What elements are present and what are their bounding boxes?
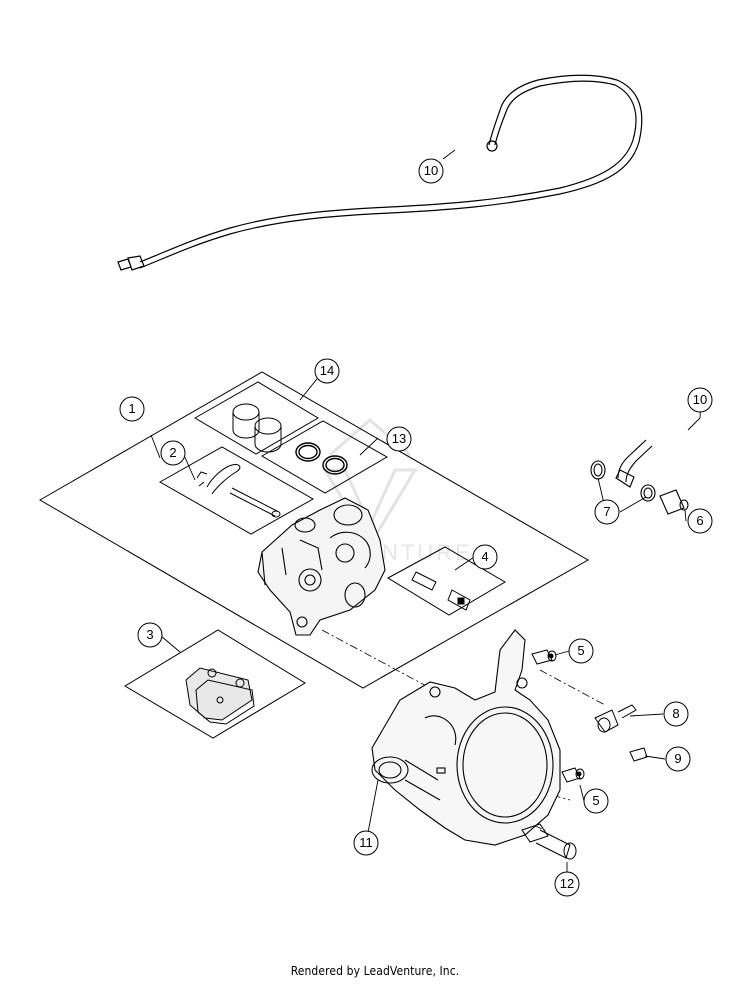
caliper-pistons[interactable] <box>232 403 282 453</box>
callout-14[interactable]: 14 <box>314 358 340 384</box>
piston-seals[interactable] <box>295 442 348 475</box>
callout-10-right[interactable]: 10 <box>687 387 713 413</box>
svg-text:13: 13 <box>392 431 406 446</box>
brake-caliper[interactable] <box>257 497 386 636</box>
caliper-support[interactable] <box>371 629 561 846</box>
axle-bushing[interactable] <box>521 823 577 860</box>
svg-text:8: 8 <box>672 706 679 721</box>
pad-pin-kit[interactable] <box>196 464 281 518</box>
caliper-kit-outline <box>39 371 590 689</box>
callout-1[interactable]: 1 <box>119 396 145 422</box>
svg-text:4: 4 <box>481 549 488 564</box>
callout-12[interactable]: 12 <box>554 871 580 897</box>
callout-5-lower[interactable]: 5 <box>583 788 609 814</box>
svg-text:9: 9 <box>674 751 681 766</box>
svg-text:6: 6 <box>696 513 703 528</box>
callout-13[interactable]: 13 <box>386 426 412 452</box>
svg-text:11: 11 <box>359 835 373 850</box>
svg-text:5: 5 <box>577 643 584 658</box>
svg-text:14: 14 <box>320 363 334 378</box>
svg-text:10: 10 <box>693 392 707 407</box>
svg-text:1: 1 <box>128 401 135 416</box>
screw-small[interactable] <box>629 747 648 762</box>
brake-pads[interactable] <box>124 629 306 739</box>
svg-text:2: 2 <box>169 445 176 460</box>
callout-8[interactable]: 8 <box>663 701 689 727</box>
callout-9[interactable]: 9 <box>665 746 691 772</box>
callout-3[interactable]: 3 <box>137 622 163 648</box>
screw-lower[interactable] <box>561 767 585 783</box>
svg-text:5: 5 <box>592 793 599 808</box>
callout-10-top[interactable]: 10 <box>418 158 444 184</box>
callout-2[interactable]: 2 <box>160 440 186 466</box>
footer-credit: Rendered by LeadVenture, Inc. <box>290 964 460 978</box>
callout-7[interactable]: 7 <box>594 499 620 525</box>
callout-4[interactable]: 4 <box>472 544 498 570</box>
svg-text:12: 12 <box>560 876 574 891</box>
svg-text:10: 10 <box>424 163 438 178</box>
screw-upper[interactable] <box>531 649 557 665</box>
brake-line-upper[interactable] <box>117 74 643 271</box>
svg-text:3: 3 <box>146 627 153 642</box>
callout-6[interactable]: 6 <box>687 508 713 534</box>
callouts: 10 14 1 13 2 10 7 6 4 3 5 8 9 5 11 12 <box>119 158 713 897</box>
bleeder-kit[interactable] <box>411 571 471 611</box>
callout-11[interactable]: 11 <box>353 830 379 856</box>
svg-text:7: 7 <box>603 504 610 519</box>
fitting[interactable] <box>594 704 637 733</box>
callout-5-upper[interactable]: 5 <box>568 638 594 664</box>
